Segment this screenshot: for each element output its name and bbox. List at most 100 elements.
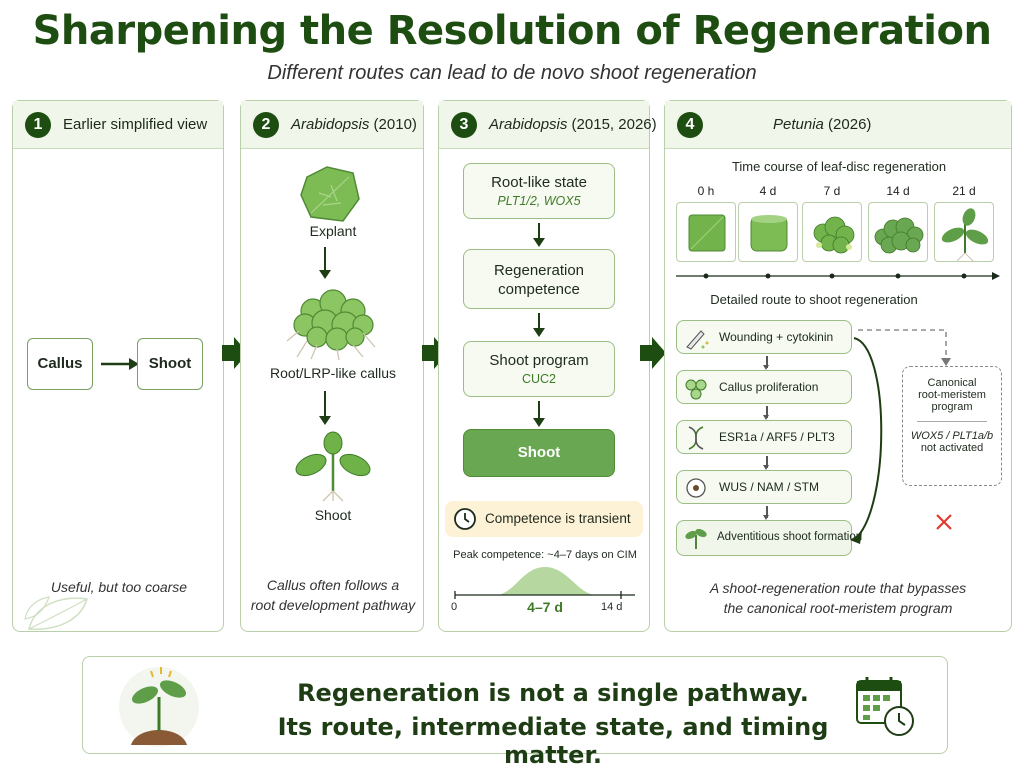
panel-4-header: 4 Petunia (2026) <box>665 101 1011 149</box>
canonical-note-line-2: not activated <box>920 442 984 454</box>
step-shoot-label: Shoot <box>517 444 561 461</box>
node-shoot-label: Shoot <box>148 355 192 372</box>
step-root-like-state: Root-like state PLT1/2, WOX5 <box>463 163 615 219</box>
timepoint-label: 4 d <box>759 184 777 198</box>
route-step-adventitious-shoot: Adventitious shoot formation <box>676 520 862 556</box>
node-callus: Callus <box>27 338 93 390</box>
shoot-label: Shoot <box>314 507 352 523</box>
panel-4-title-year: (2026) <box>823 116 872 133</box>
panel-2-title-year: (2010) <box>369 116 417 133</box>
callus-icon <box>286 289 376 361</box>
panel-2: 2 Arabidopsis (2010) Explant Root/LRP-li… <box>240 100 424 632</box>
panel-3-title: Arabidopsis (2015, 2026) <box>489 116 657 133</box>
panel-4-title-species: Petunia <box>773 116 824 133</box>
route-step-callus-label: Callus proliferation <box>719 380 819 394</box>
cells-icon <box>685 379 707 400</box>
timepoint-label: 0 h <box>697 184 715 198</box>
route-step-wus-label: WUS / NAM / STM <box>719 480 819 494</box>
timepoint-image-0h <box>676 202 736 262</box>
arrow-step-2-to-3 <box>533 313 545 337</box>
canonical-note-line-1: WOX5 / PLT1a/b <box>910 430 994 442</box>
early-callus-icon <box>813 216 855 254</box>
peak-competence-label: Peak competence: ~4–7 days on CIM <box>453 549 637 561</box>
clock-icon <box>454 508 476 530</box>
step-competence-label-line-1: Regeneration <box>493 262 585 279</box>
panel-1-number: 1 <box>25 112 51 138</box>
arrow-step-3-to-4 <box>533 401 545 427</box>
swollen-disc-icon <box>750 215 788 252</box>
panel-1-header: 1 Earlier simplified view <box>13 101 223 149</box>
callus-label: Root/LRP-like callus <box>269 365 397 381</box>
bypass-arrows <box>850 329 951 544</box>
timepoint-image-21d <box>934 202 994 262</box>
step-shoot: Shoot <box>463 429 615 477</box>
route-step-esr1a: ESR1a / ARF5 / PLT3 <box>676 420 852 454</box>
step-root-like-state-genes: PLT1/2, WOX5 <box>497 194 581 208</box>
timepoint-label: 14 d <box>886 184 910 198</box>
canonical-program-box: Canonical root-meristem program WOX5 / P… <box>902 366 1002 486</box>
panel-3-header: 3 Arabidopsis (2015, 2026) <box>439 101 657 149</box>
callus-mass-icon <box>874 217 924 254</box>
route-step-wounding-label: Wounding + cytokinin <box>719 330 834 344</box>
node-callus-label: Callus <box>37 355 83 372</box>
competence-note: Competence is transient <box>445 501 643 537</box>
calendar-clock-icon <box>856 677 914 736</box>
regenerated-shoot-icon <box>941 208 989 262</box>
panel-4-number: 4 <box>677 112 703 138</box>
route-arrow <box>763 506 769 520</box>
arrow-panel-1-to-2 <box>222 337 248 369</box>
route-arrow <box>763 406 769 420</box>
panel-2-title: Arabidopsis (2010) <box>291 116 417 133</box>
page-subtitle: Different routes can lead to de novo sho… <box>267 62 757 84</box>
panel-3: 3 Arabidopsis (2015, 2026) Root-like sta… <box>438 100 657 632</box>
axis-start-label: 0 <box>451 601 458 613</box>
panel-4-caption-line-1: A shoot-regeneration route that bypasses <box>709 580 967 596</box>
timepoint-image-4d <box>738 202 798 262</box>
explant-leaf-icon <box>300 166 360 222</box>
axis-end-label: 14 d <box>601 601 623 613</box>
sprout-icon <box>685 528 707 549</box>
step-regeneration-competence: Regeneration competence <box>463 249 615 309</box>
panel-1: 1 Earlier simplified view Callus Shoot U… <box>12 100 224 632</box>
panel-1-caption: Useful, but too coarse <box>50 579 188 595</box>
timeline-axis <box>676 272 1000 280</box>
sprout-in-soil-icon <box>119 667 199 747</box>
cross-icon <box>936 514 952 530</box>
step-shoot-program-label: Shoot program <box>489 352 589 369</box>
route-step-wus: WUS / NAM / STM <box>676 470 852 504</box>
panel-2-number: 2 <box>253 112 279 138</box>
step-shoot-program-gene: CUC2 <box>521 372 557 386</box>
timecourse-title: Time course of leaf-disc regeneration <box>731 159 947 174</box>
panel-4-title: Petunia (2026) <box>773 116 871 133</box>
dna-icon <box>688 426 704 450</box>
panel-3-title-species: Arabidopsis <box>489 116 568 133</box>
step-root-like-state-label: Root-like state <box>491 174 587 191</box>
route-arrow <box>763 356 769 370</box>
conclusion-line-2: Its route, intermediate state, and timin… <box>277 713 829 769</box>
explant-label: Explant <box>309 223 357 239</box>
panel-4-caption-line-2: the canonical root-meristem program <box>723 600 953 616</box>
competence-note-text: Competence is transient <box>485 511 631 526</box>
canonical-line-1: Canonical <box>927 377 977 389</box>
conclusion-line-1: Regeneration is not a single pathway. <box>297 679 809 707</box>
panel-2-header: 2 Arabidopsis (2010) <box>241 101 423 149</box>
panel-3-number: 3 <box>451 112 477 138</box>
shoot-seedling-icon <box>295 431 371 502</box>
step-competence-label-line-2: competence <box>498 281 580 298</box>
canonical-line-2: root-meristem <box>918 389 986 401</box>
route-step-wounding: Wounding + cytokinin <box>676 320 852 354</box>
leaf-outline-icon <box>24 596 88 630</box>
arrow-panel-2-to-3 <box>422 337 448 369</box>
route-title: Detailed route to shoot regeneration <box>710 292 918 307</box>
panel-3-title-years: (2015, 2026) <box>567 116 657 133</box>
timepoint-image-7d <box>802 202 862 262</box>
panel-1-title: Earlier simplified view <box>63 116 208 133</box>
panel-2-title-species: Arabidopsis <box>291 116 370 133</box>
node-shoot: Shoot <box>137 338 203 390</box>
scalpel-icon <box>686 330 709 350</box>
competence-curve <box>454 567 635 599</box>
timepoint-label: 21 d <box>952 184 976 198</box>
canonical-line-3: program <box>931 401 973 413</box>
arrow-step-1-to-2 <box>533 223 545 247</box>
route-step-callus-proliferation: Callus proliferation <box>676 370 852 404</box>
